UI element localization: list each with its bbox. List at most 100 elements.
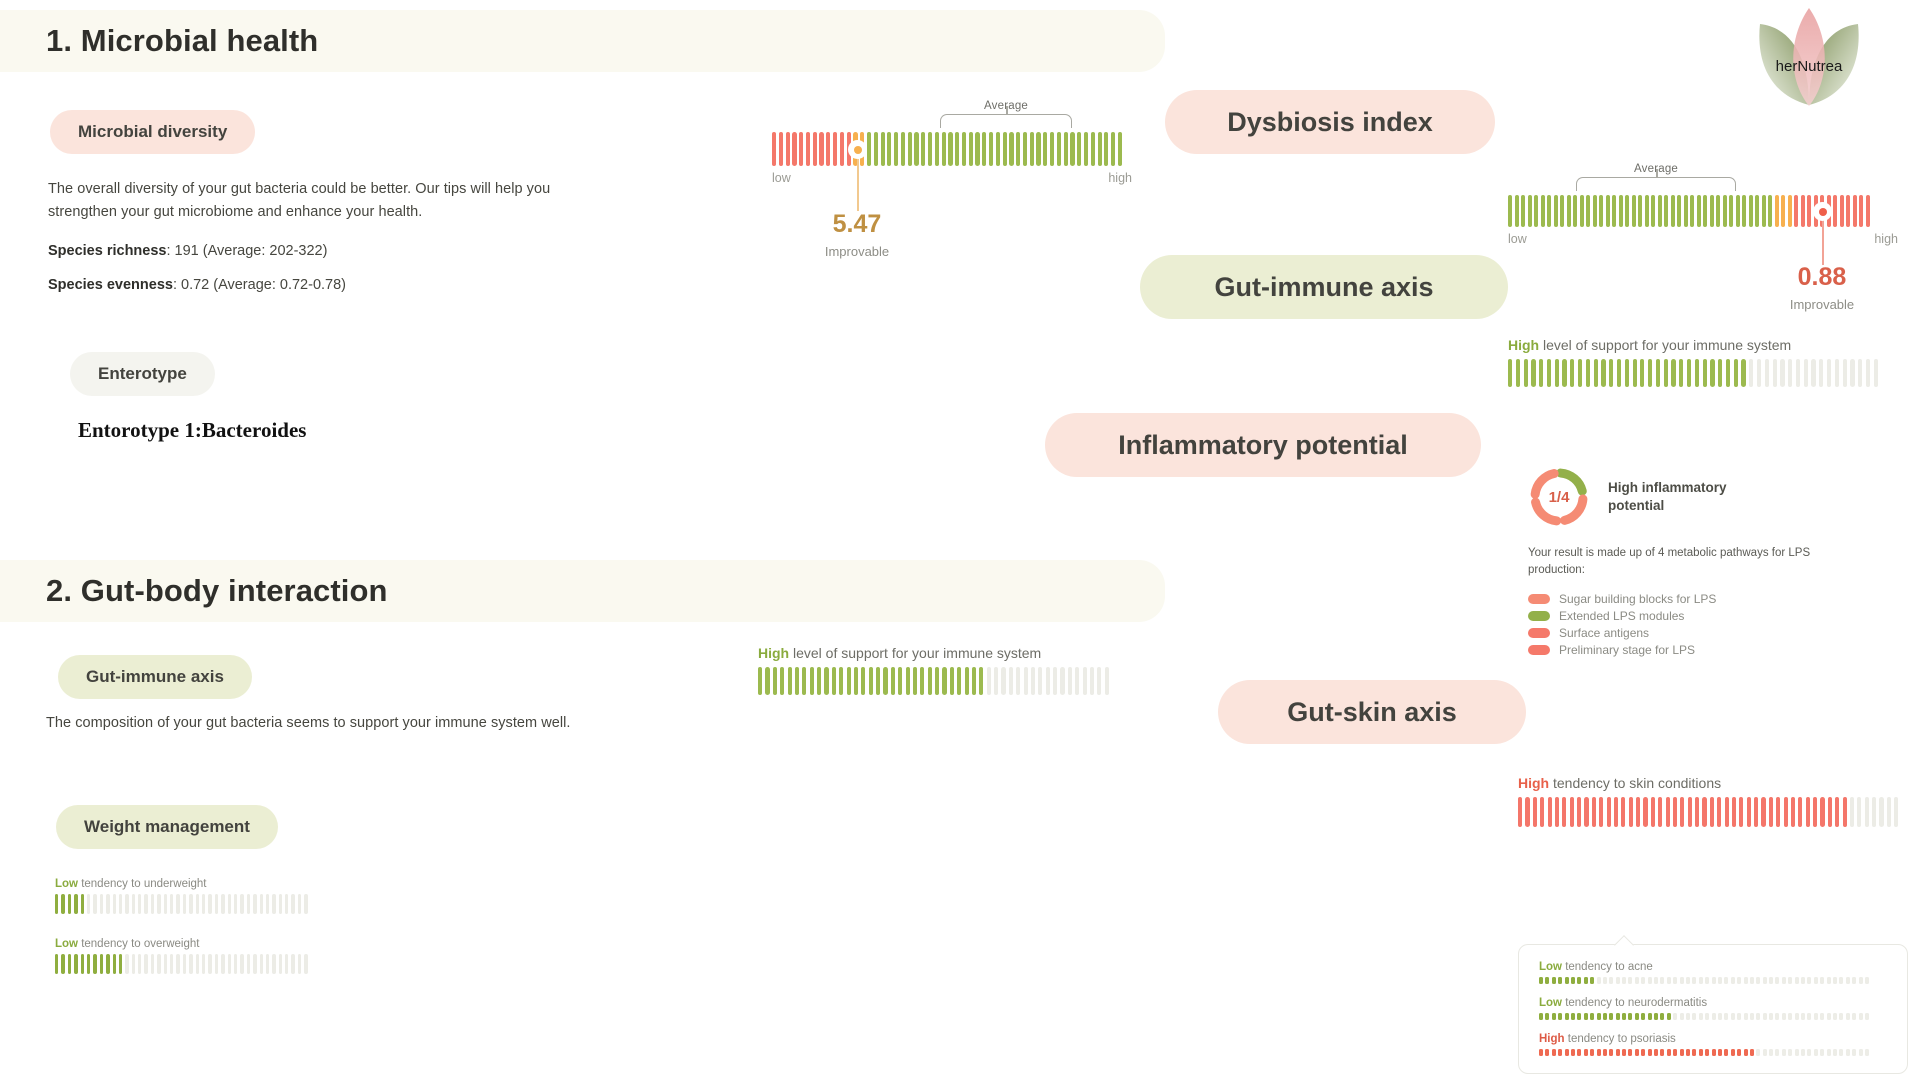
diversity-high-label: high: [1108, 171, 1132, 185]
diversity-value: 5.47: [832, 210, 882, 238]
psoriasis-rest: tendency to psoriasis: [1564, 1033, 1676, 1045]
weight-overweight-caption: Low tendency to overweight: [55, 938, 315, 950]
immune-support-section2-caption: High level of support for your immune sy…: [758, 645, 1120, 661]
pill-gut-skin-axis-label: Gut-skin axis: [1287, 696, 1457, 727]
weight-overweight-row: Low tendency to overweight: [55, 938, 315, 974]
overweight-highlight: Low: [55, 938, 78, 950]
dysbiosis-gauge-track: [1508, 195, 1898, 227]
immune-s2-highlight: High: [758, 645, 790, 661]
inflammatory-title: High inflammatory potential: [1608, 479, 1727, 513]
skin-rest: tendency to skin conditions: [1549, 775, 1722, 791]
immune-support-section2-bar: [758, 667, 1120, 695]
skin-highlight: High: [1518, 775, 1550, 791]
lotus-leaf-icon: [1759, 8, 1859, 106]
average-bracket-shape: [940, 106, 1072, 128]
pill-microbial-diversity[interactable]: Microbial diversity: [50, 110, 256, 154]
diversity-gauge-scale: low high: [772, 171, 1132, 185]
weight-underweight-caption: Low tendency to underweight: [55, 878, 315, 890]
legend-item: Extended LPS modules: [1528, 609, 1858, 623]
donut-center-value: 1/4: [1548, 488, 1570, 506]
pill-inflammatory-potential[interactable]: Inflammatory potential: [1045, 413, 1481, 477]
pill-gut-immune-axis-right[interactable]: Gut-immune axis: [1140, 255, 1508, 319]
legend-swatch-icon: [1528, 645, 1550, 655]
skin-row-neurodermatitis-bar: [1539, 1013, 1887, 1020]
hernutrea-logo: herNutrea: [1750, 0, 1868, 112]
species-richness-row: Species richness: 191 (Average: 202-322): [48, 238, 327, 266]
diversity-average-label: Average: [983, 100, 1029, 112]
section-1-banner: 1. Microbial health: [0, 10, 1165, 72]
skin-row-neurodermatitis: Low tendency to neurodermatitis: [1539, 997, 1887, 1020]
dysbiosis-average-bracket: Average: [1576, 163, 1736, 191]
inflammatory-donut: 1/4: [1528, 466, 1590, 528]
skin-conditions-caption: High tendency to skin conditions: [1518, 775, 1908, 791]
dysbiosis-value: 0.88: [1797, 263, 1847, 291]
dysbiosis-low-label: low: [1508, 232, 1527, 246]
logo-wordmark: herNutrea: [1775, 58, 1843, 76]
diversity-status: Improvable: [824, 244, 890, 259]
diversity-marker-dot: [848, 140, 867, 159]
immune-right-rest: level of support for your immune system: [1539, 337, 1792, 353]
pill-weight-management[interactable]: Weight management: [56, 805, 278, 849]
legend-label: Sugar building blocks for LPS: [1559, 592, 1717, 606]
pill-inflammatory-potential-label: Inflammatory potential: [1118, 429, 1408, 460]
dysbiosis-marker-stem: [1821, 221, 1824, 265]
legend-label: Preliminary stage for LPS: [1559, 643, 1696, 657]
section-2-title: 2. Gut-body interaction: [46, 573, 388, 608]
inflammatory-legend: Sugar building blocks for LPS Extended L…: [1528, 589, 1858, 657]
underweight-highlight: Low: [55, 878, 78, 890]
skin-row-psoriasis: High tendency to psoriasis: [1539, 1033, 1887, 1056]
pill-gut-immune-axis-section2[interactable]: Gut-immune axis: [58, 655, 252, 699]
dysbiosis-gauge: Average low high 0.88 Improvable: [1508, 163, 1898, 312]
diversity-low-label: low: [772, 171, 791, 185]
weight-overweight-bar: [55, 954, 315, 974]
legend-label: Surface antigens: [1559, 626, 1650, 640]
skin-row-acne-bar: [1539, 977, 1887, 984]
dysbiosis-average-label: Average: [1633, 163, 1679, 175]
species-richness-value: : 191 (Average: 202-322): [166, 243, 328, 259]
immune-support-section2: High level of support for your immune sy…: [758, 645, 1120, 695]
donut-chart-icon: [1530, 468, 1588, 526]
skin-row-psoriasis-caption: High tendency to psoriasis: [1539, 1033, 1887, 1045]
underweight-rest: tendency to underweight: [78, 878, 207, 890]
neuro-highlight: Low: [1539, 997, 1562, 1009]
immune-right-highlight: High: [1508, 337, 1540, 353]
section-2-banner: 2. Gut-body interaction: [0, 560, 1165, 622]
species-evenness-row: Species evenness: 0.72 (Average: 0.72-0.…: [48, 272, 346, 300]
dysbiosis-gauge-scale: low high: [1508, 232, 1898, 246]
gut-immune-paragraph: The composition of your gut bacteria see…: [46, 715, 571, 731]
skin-conditions-block: High tendency to skin conditions: [1518, 775, 1908, 827]
pill-enterotype[interactable]: Enterotype: [70, 352, 215, 396]
diversity-average-bracket: Average: [940, 100, 1072, 128]
skin-conditions-card: Low tendency to acne Low tendency to neu…: [1518, 944, 1908, 1074]
pill-dysbiosis-index[interactable]: Dysbiosis index: [1165, 90, 1495, 154]
species-evenness-label: Species evenness: [48, 277, 173, 293]
section-1-title: 1. Microbial health: [46, 23, 319, 58]
skin-row-acne-caption: Low tendency to acne: [1539, 961, 1887, 973]
enterotype-result: Entorotype 1:Bacteroides: [78, 418, 307, 442]
legend-item: Sugar building blocks for LPS: [1528, 592, 1858, 606]
diversity-marker-stem: [856, 159, 859, 211]
immune-support-right-caption: High level of support for your immune sy…: [1508, 337, 1880, 353]
species-evenness-value: : 0.72 (Average: 0.72-0.78): [172, 277, 346, 293]
acne-highlight: Low: [1539, 961, 1562, 973]
microbial-diversity-paragraph: The overall diversity of your gut bacter…: [48, 181, 551, 221]
legend-swatch-icon: [1528, 611, 1550, 621]
legend-swatch-icon: [1528, 594, 1550, 604]
pill-gut-skin-axis[interactable]: Gut-skin axis: [1218, 680, 1526, 744]
pill-dysbiosis-index-label: Dysbiosis index: [1227, 106, 1433, 137]
skin-row-psoriasis-bar: [1539, 1049, 1887, 1056]
diversity-gauge-track: [772, 132, 1132, 166]
diversity-gauge: Average low high 5.47 Improvable: [772, 100, 1132, 259]
average-bracket-shape-2: [1576, 169, 1736, 191]
pill-microbial-diversity-label: Microbial diversity: [78, 122, 228, 141]
pill-gut-immune-axis-right-label: Gut-immune axis: [1214, 271, 1434, 302]
dysbiosis-status: Improvable: [1789, 297, 1855, 312]
overweight-rest: tendency to overweight: [78, 938, 200, 950]
acne-rest: tendency to acne: [1562, 961, 1653, 973]
pill-enterotype-label: Enterotype: [98, 364, 187, 383]
immune-support-right-bar: [1508, 359, 1880, 387]
immune-s2-rest: level of support for your immune system: [789, 645, 1042, 661]
legend-item: Preliminary stage for LPS: [1528, 643, 1858, 657]
inflammatory-donut-block: 1/4 High inflammatory potential: [1528, 466, 1738, 528]
legend-label: Extended LPS modules: [1559, 609, 1685, 623]
